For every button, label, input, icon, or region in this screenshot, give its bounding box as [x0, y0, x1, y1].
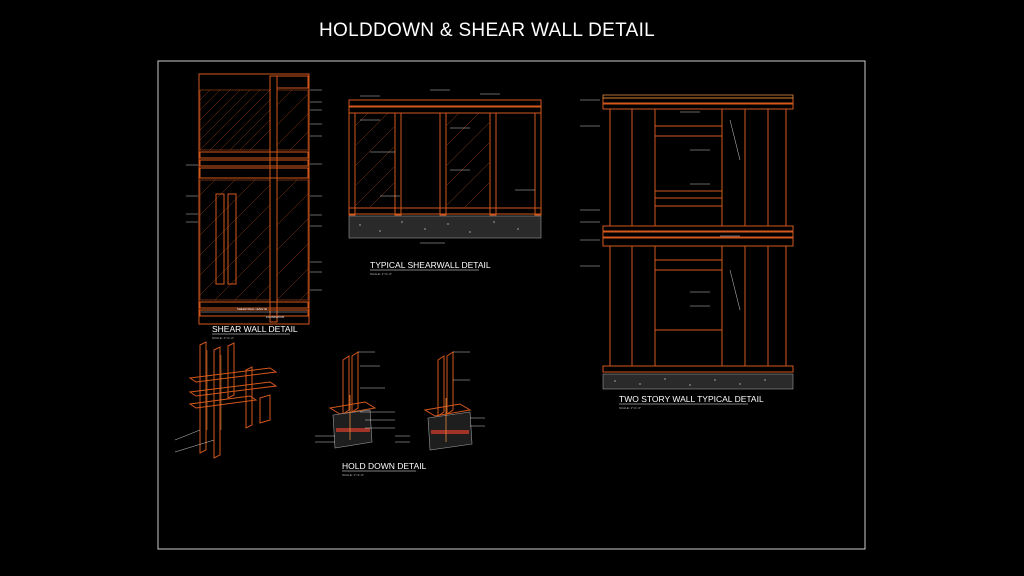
shear-wall-dim2: FOUNDATION [266, 315, 284, 319]
hold-down-caption: HOLD DOWN DETAIL [342, 461, 427, 471]
shear-wall-scale: SCALE: 1"=1'-0" [212, 336, 234, 340]
shear-wall-caption: SHEAR WALL DETAIL [212, 324, 298, 334]
page-title: HOLDDOWN & SHEAR WALL DETAIL [318, 20, 656, 41]
shear-wall-dim: SHEAR WALL LENGTH [237, 307, 267, 311]
hold-down-scale: SCALE: 1"=1'-0" [342, 473, 364, 477]
typical-shearwall-detail: TYPICAL SHEARWALL DETAIL SCALE: 1"=1'-0" [348, 89, 542, 276]
shear-wall-detail: SHEAR WALL LENGTH FOUNDATION SHEAR WALL … [186, 73, 322, 340]
hold-down-detail: HOLD DOWN DETAIL SCALE: 1"=1'-0" [315, 351, 485, 477]
two-story-wall-detail: TWO STORY WALL TYPICAL DETAIL SCALE: 1"=… [580, 94, 794, 410]
strap-iso-detail [174, 341, 278, 459]
two-story-scale: SCALE: 1"=1'-0" [619, 406, 641, 410]
sheet-border [157, 60, 866, 550]
typical-shearwall-scale: SCALE: 1"=1'-0" [370, 272, 392, 276]
two-story-caption: TWO STORY WALL TYPICAL DETAIL [619, 394, 764, 404]
typical-shearwall-caption: TYPICAL SHEARWALL DETAIL [370, 260, 491, 270]
